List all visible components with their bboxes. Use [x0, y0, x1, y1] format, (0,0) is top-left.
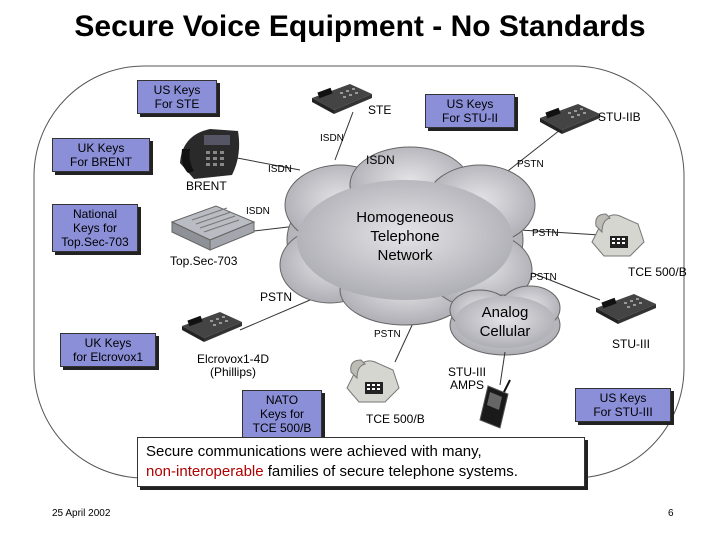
- page-number: 6: [668, 508, 674, 519]
- topsec-device-icon: [170, 205, 256, 251]
- summary-note: Secure communications were achieved with…: [137, 437, 585, 487]
- connection-lines: [231, 111, 601, 363]
- tce-bottom-label: TCE 500/B: [366, 412, 425, 426]
- pstn-stu2b-link: PSTN: [517, 159, 544, 170]
- isdn-ste-link: ISDN: [320, 133, 344, 144]
- uk-elcrovox-keys-box: UK Keys for Elcrovox1: [60, 333, 156, 367]
- note-line-2: non-interoperable families of secure tel…: [146, 462, 576, 482]
- note-line-1: Secure communications were achieved with…: [146, 443, 482, 460]
- pstn-right-link: PSTN: [530, 272, 557, 283]
- pstn-tce-link: PSTN: [532, 228, 559, 239]
- note-rest: families of secure telephone systems.: [263, 463, 518, 480]
- brent-label: BRENT: [186, 179, 227, 193]
- footer-date: 25 April 2002: [52, 508, 111, 519]
- stu-iib-label: STU-IIB: [598, 110, 641, 124]
- cellular-cloud-label: Analog Cellular: [479, 304, 531, 340]
- nato-keys-text: NATO Keys for TCE 500/B: [252, 393, 312, 435]
- us-stu3-keys-text: US Keys For STU-III: [593, 391, 653, 419]
- stu-iii-amps-label: STU-III AMPS: [448, 365, 486, 392]
- pstn-bottom-link: PSTN: [374, 329, 401, 340]
- nato-keys-box: NATO Keys for TCE 500/B: [242, 390, 322, 438]
- us-ste-keys-text: US Keys For STE: [153, 83, 201, 111]
- brent-phone-icon: [180, 129, 240, 179]
- tce-right-label: TCE 500/B: [628, 265, 687, 279]
- note-highlight: non-interoperable: [146, 463, 264, 480]
- isdn-center-link: ISDN: [366, 153, 395, 167]
- tce-bottom-phone-icon: [346, 359, 400, 403]
- us-ste-keys-box: US Keys For STE: [137, 80, 217, 114]
- stu-iii-phone-icon: [596, 294, 656, 324]
- us-stu2-keys-text: US Keys For STU-II: [442, 97, 498, 125]
- stu-iii-label: STU-III: [612, 337, 650, 351]
- ste-phone-icon: [312, 84, 372, 114]
- network-cloud-label: Homogeneous Telephone Network: [356, 209, 454, 264]
- slide-title: Secure Voice Equipment - No Standards: [74, 10, 646, 43]
- tce-right-phone-icon: [591, 213, 645, 257]
- national-keys-box: National Keys for Top.Sec-703: [52, 204, 138, 252]
- pstn-left-link: PSTN: [260, 290, 293, 304]
- elcrovox-phone-icon: [182, 312, 242, 342]
- ste-label: STE: [368, 103, 392, 117]
- stu-iii-amps-phone-icon: [479, 379, 511, 429]
- isdn-topsec-link: ISDN: [246, 206, 270, 217]
- us-stu2-keys-box: US Keys For STU-II: [425, 94, 515, 128]
- national-keys-text: National Keys for Top.Sec-703: [61, 207, 129, 249]
- us-stu3-keys-box: US Keys For STU-III: [575, 388, 671, 422]
- uk-brent-keys-text: UK Keys For BRENT: [69, 141, 132, 169]
- uk-elcrovox-keys-text: UK Keys for Elcrovox1: [72, 336, 144, 364]
- topsec-label: Top.Sec-703: [170, 254, 238, 268]
- elcrovox-label: Elcrovox1-4D (Phillips): [196, 352, 270, 379]
- isdn-brent-link: ISDN: [268, 164, 292, 175]
- uk-brent-keys-box: UK Keys For BRENT: [52, 138, 150, 172]
- stu-iib-phone-icon: [540, 104, 600, 134]
